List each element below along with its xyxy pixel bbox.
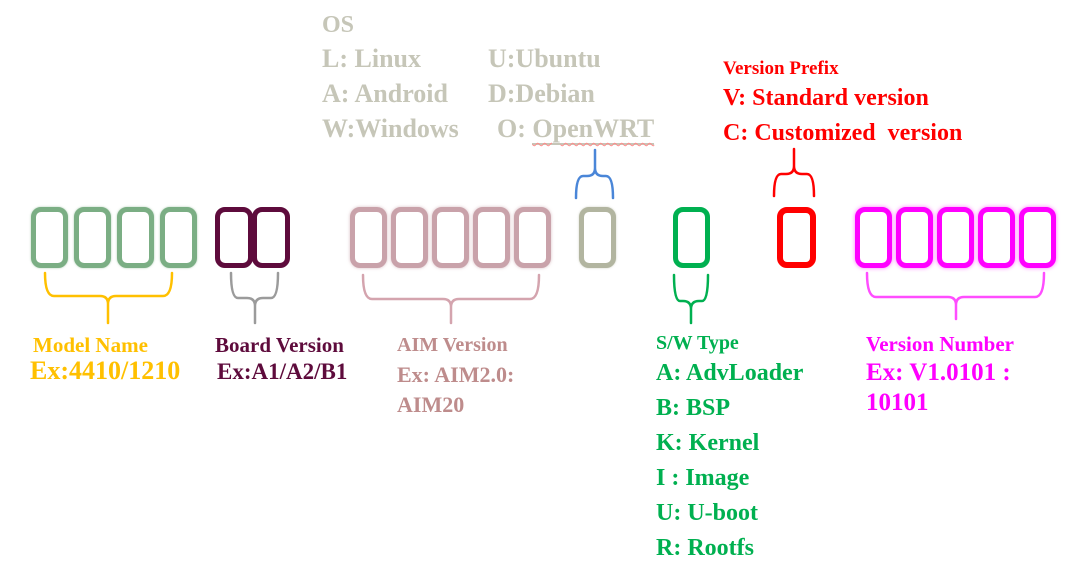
sw-type-item-kernel: K: Kernel xyxy=(656,430,760,456)
version-number-brace xyxy=(865,271,1046,321)
model-name-label: Model Name xyxy=(33,333,148,357)
sw-type-item-image: I : Image xyxy=(656,465,750,491)
os-legend-openwrt-prefix: O: xyxy=(497,114,533,143)
version-number-char-box-1 xyxy=(855,207,892,268)
os-legend-windows: W:Windows xyxy=(322,114,459,143)
version-prefix-bracket xyxy=(772,147,816,198)
version-number-char-box-3 xyxy=(937,207,974,268)
board-version-example: Ex:A1/A2/B1 xyxy=(217,359,348,384)
model-name-char-box-3 xyxy=(117,207,154,268)
aim-version-example-line1: Ex: AIM2.0: xyxy=(397,362,515,387)
version-prefix-title: Version Prefix xyxy=(723,58,839,79)
aim-version-char-box-2 xyxy=(391,207,428,268)
os-legend-title: OS xyxy=(322,12,355,38)
model-name-char-box-1 xyxy=(31,207,68,268)
version-number-char-box-2 xyxy=(896,207,933,268)
model-name-example: Ex:4410/1210 xyxy=(30,356,181,385)
board-version-char-box-2 xyxy=(252,207,290,268)
aim-version-label: AIM Version xyxy=(397,334,508,356)
version-number-example-line2: 10101 xyxy=(866,389,929,416)
os-legend-android: A: Android xyxy=(322,79,448,108)
version-number-char-box-4 xyxy=(978,207,1015,268)
board-version-char-box-1 xyxy=(215,207,253,268)
os-legend-openwrt: O: OpenWRT xyxy=(497,114,655,145)
os-char-box xyxy=(579,207,616,268)
aim-version-char-box-4 xyxy=(473,207,510,268)
model-name-char-box-4 xyxy=(160,207,197,268)
aim-version-char-box-3 xyxy=(432,207,469,268)
sw-type-brace xyxy=(672,273,710,325)
board-version-brace xyxy=(229,271,280,325)
version-number-example-line1: Ex: V1.0101 : xyxy=(866,359,1011,386)
sw-type-item-bsp: B: BSP xyxy=(656,395,731,421)
aim-version-char-box-1 xyxy=(350,207,387,268)
aim-version-example-line2: AIM20 xyxy=(397,392,465,417)
sw-type-item-uboot: U: U-boot xyxy=(656,500,758,526)
version-prefix-standard: V: Standard version xyxy=(723,85,929,111)
sw-type-item-advloader: A: AdvLoader xyxy=(656,360,804,386)
os-legend-debian: D:Debian xyxy=(488,79,595,108)
os-legend-linux: L: Linux xyxy=(322,44,421,73)
os-bracket xyxy=(574,148,615,200)
os-legend-ubuntu: U:Ubuntu xyxy=(488,44,601,73)
sw-type-label: S/W Type xyxy=(656,332,739,354)
version-number-char-box-5 xyxy=(1019,207,1056,268)
version-prefix-char-box xyxy=(777,207,816,268)
os-legend-openwrt-link[interactable]: OpenWRT xyxy=(532,114,655,145)
aim-version-char-box-5 xyxy=(514,207,551,268)
aim-version-brace xyxy=(361,273,541,325)
model-name-brace xyxy=(43,271,174,325)
board-version-label: Board Version xyxy=(215,333,344,357)
version-prefix-customized: C: Customized version xyxy=(723,120,963,146)
sw-type-char-box xyxy=(673,207,710,268)
model-name-char-box-2 xyxy=(74,207,111,268)
version-number-label: Version Number xyxy=(866,332,1014,356)
sw-type-item-rootfs: R: Rootfs xyxy=(656,535,754,561)
